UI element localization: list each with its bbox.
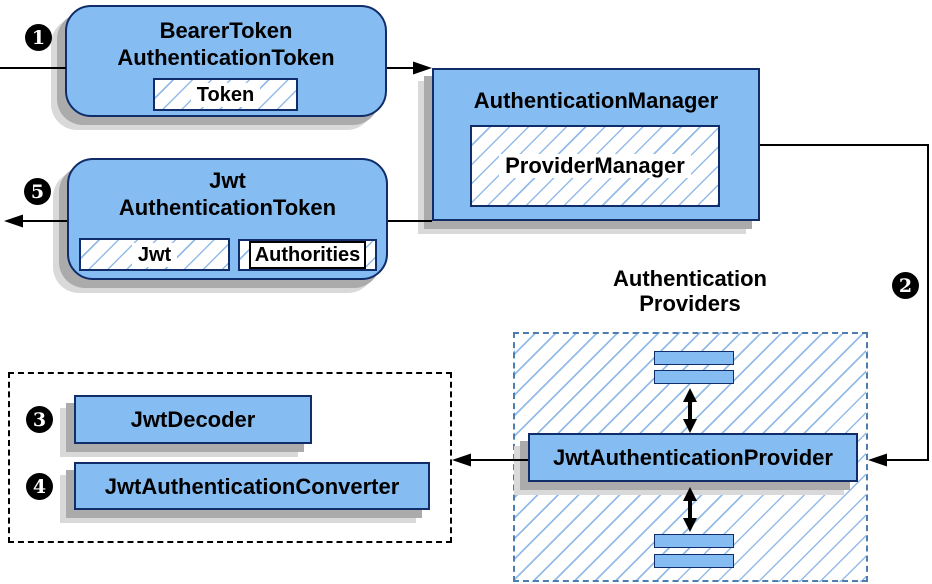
step-marker-2: 2: [892, 272, 919, 299]
provider-stack-top-bar-1: [654, 351, 734, 365]
authentication-providers-area: JwtAuthenticationProvider: [513, 332, 868, 582]
jwt-authentication-converter-title: JwtAuthenticationConverter: [104, 473, 400, 499]
step-marker-4: 4: [26, 473, 53, 500]
jwt-components-group-box: JwtDecoder JwtAuthenticationConverter: [8, 372, 452, 543]
provider-to-components-arrowhead: [452, 453, 471, 467]
authentication-manager-node: AuthenticationManager ProviderManager: [432, 68, 760, 221]
bearer-token-title-line2: AuthenticationToken: [117, 45, 335, 70]
jwt-field-label: Jwt: [131, 242, 178, 267]
jwt-token-title-line1: Jwt: [209, 168, 246, 193]
jwt-token-title-line2: AuthenticationToken: [118, 195, 337, 220]
step-marker-3: 3: [26, 406, 53, 433]
step-marker-1: 1: [25, 24, 52, 51]
authentication-providers-label-line2: Providers: [639, 291, 741, 316]
authentication-providers-label: Authentication Providers: [555, 266, 825, 316]
jwt-token-outgoing-arrowhead: [4, 214, 23, 228]
token-field-label: Token: [190, 82, 261, 107]
bearer-to-manager-arrowhead: [413, 61, 432, 75]
bearer-token-title-line1: BearerToken: [159, 18, 293, 43]
jwt-decoder-node: JwtDecoder: [74, 395, 312, 444]
provider-stack-top-bar-2: [654, 370, 734, 384]
provider-manager-box: ProviderManager: [470, 125, 720, 207]
jwt-authentication-token-node: Jwt AuthenticationToken Jwt Authorities: [67, 158, 388, 280]
step-marker-5: 5: [24, 178, 51, 205]
jwt-authentication-converter-node: JwtAuthenticationConverter: [74, 462, 430, 510]
jwt-field-box: Jwt: [79, 238, 230, 271]
authorities-field-box: Authorities: [238, 239, 377, 271]
bearer-token-authentication-token-node: BearerToken AuthenticationToken Token: [65, 5, 387, 117]
manager-to-provider-arrowhead: [868, 453, 887, 467]
authorities-field-label: Authorities: [248, 241, 367, 269]
provider-manager-label: ProviderManager: [499, 154, 691, 178]
jwt-authentication-provider-title: JwtAuthenticationProvider: [553, 445, 833, 470]
provider-stack-bottom-bar-2: [654, 554, 734, 568]
authentication-manager-title: AuthenticationManager: [473, 88, 719, 113]
authentication-providers-label-line1: Authentication: [613, 266, 767, 291]
jwt-decoder-title: JwtDecoder: [130, 407, 256, 432]
token-field-box: Token: [153, 78, 298, 111]
jwt-authentication-provider-node: JwtAuthenticationProvider: [528, 433, 858, 482]
provider-stack-bottom-bar-1: [654, 534, 734, 548]
